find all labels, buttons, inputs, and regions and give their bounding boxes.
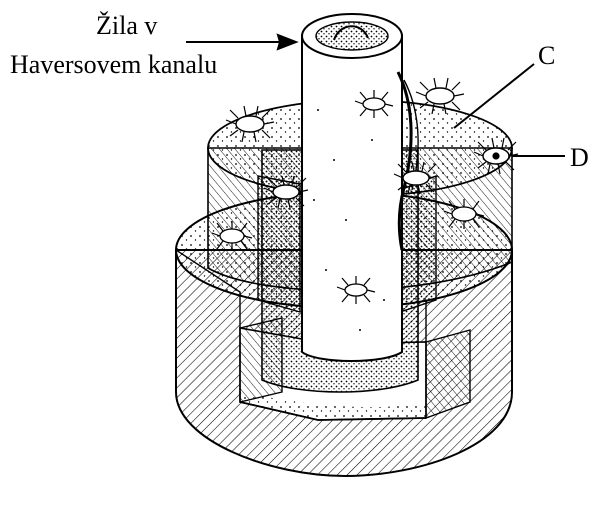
vein-label-line-2: Haversovem kanalu [10,52,217,78]
c-leader-line [454,64,534,128]
vein-label-line-1: Žila v [96,13,157,39]
label-d: D [570,145,589,171]
vein-arrowhead [278,35,296,49]
label-c: C [538,43,555,69]
